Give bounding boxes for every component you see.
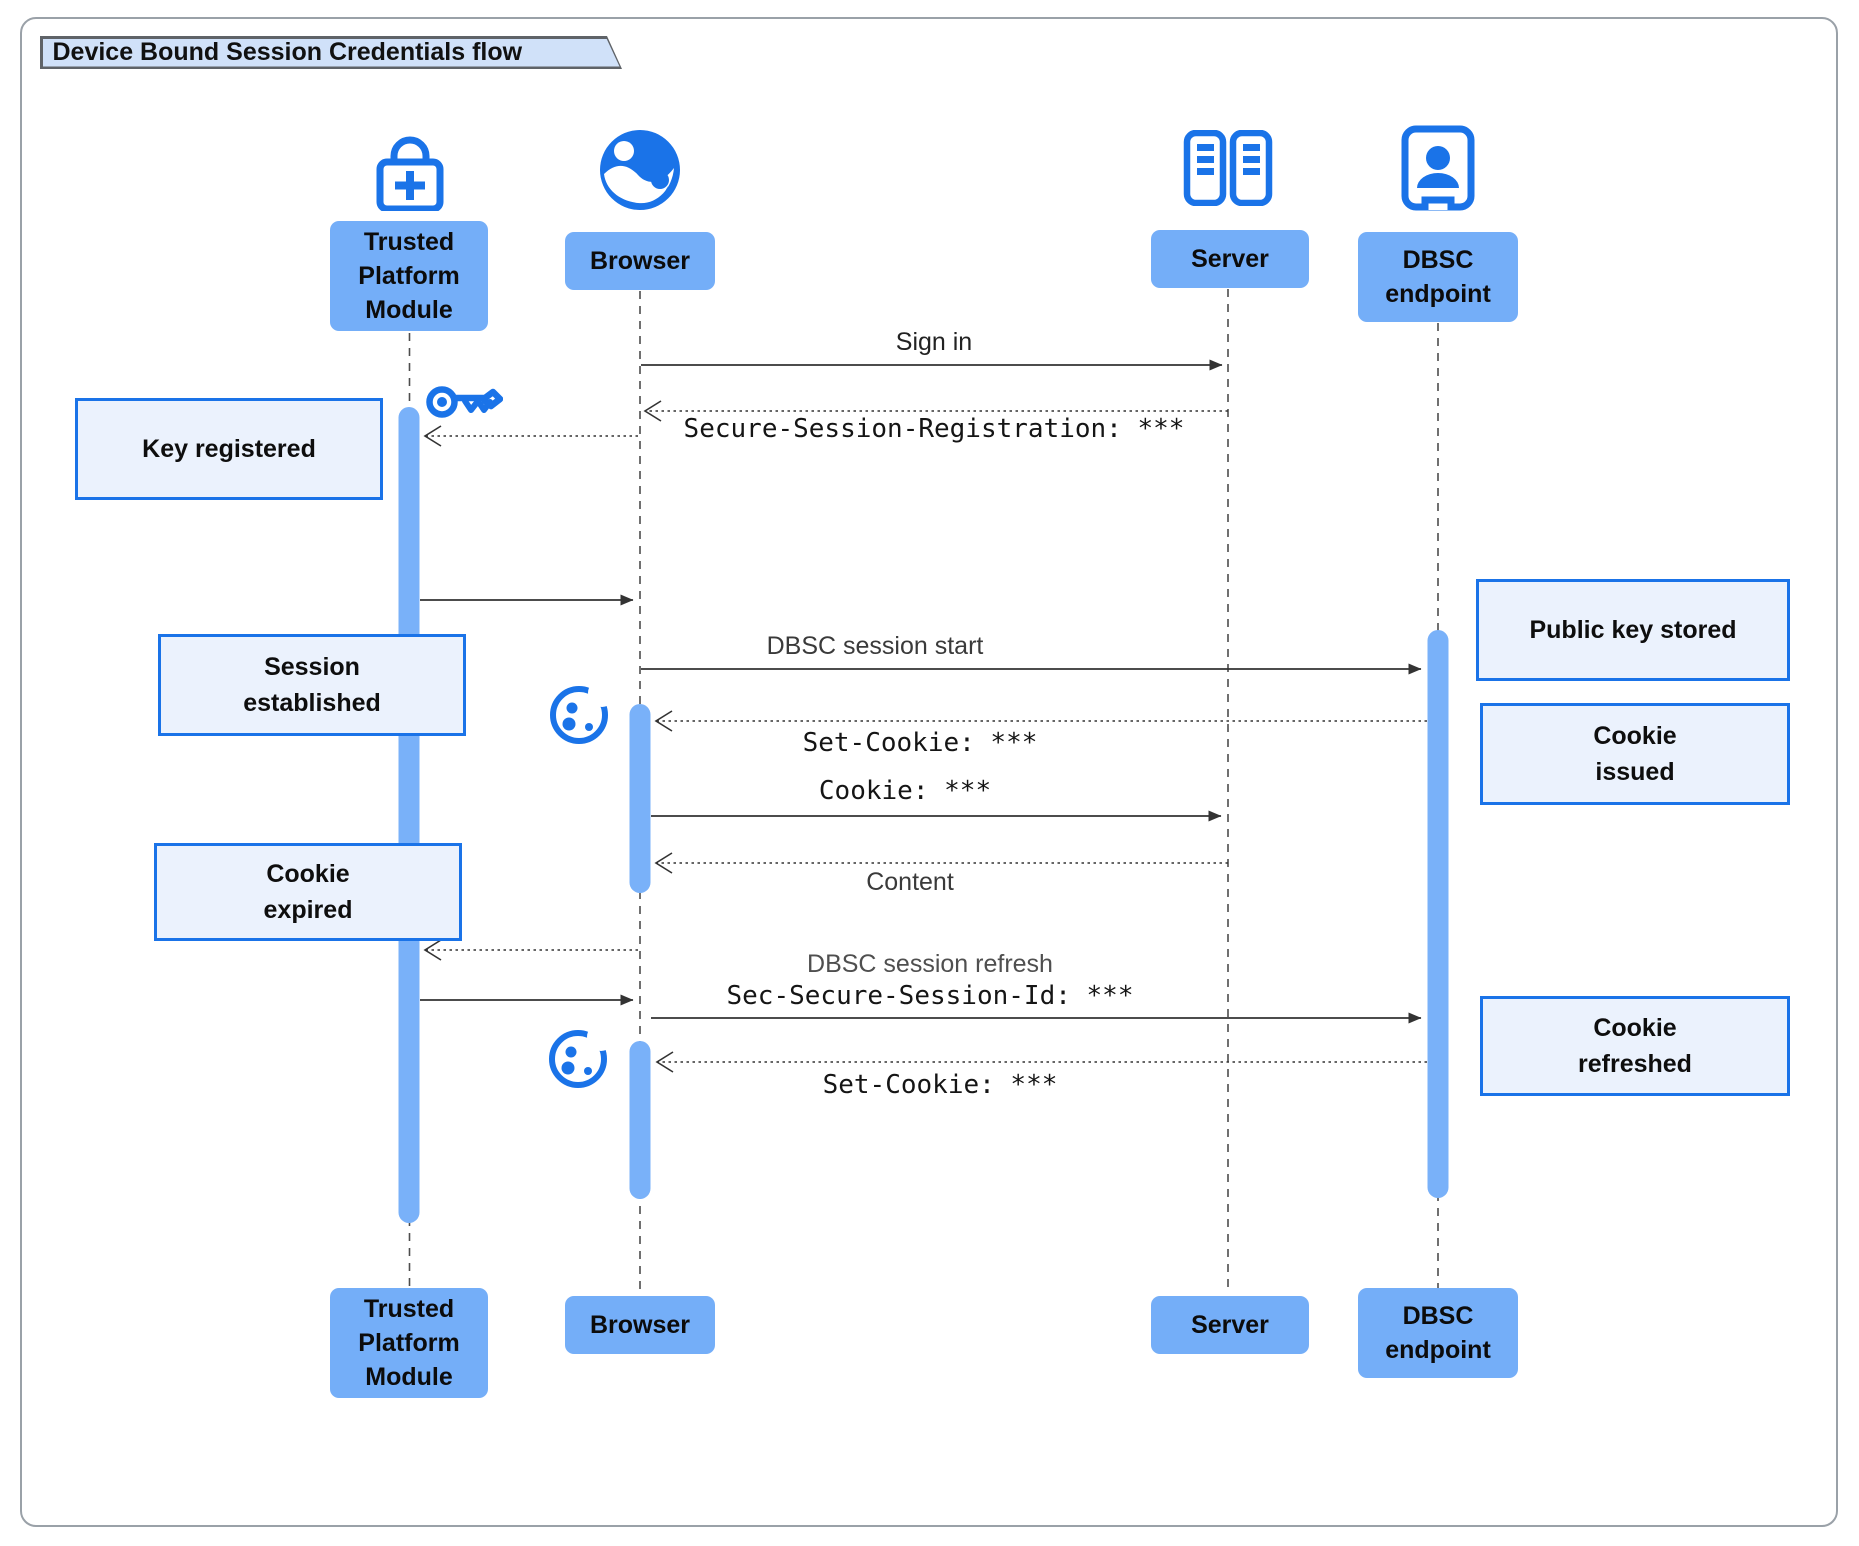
actor-label-line: endpoint: [1385, 1336, 1491, 1364]
server-racks-icon: [1183, 129, 1273, 211]
note-line: established: [243, 689, 381, 717]
globe-icon: [598, 128, 682, 217]
cookie-icon: [546, 1023, 615, 1095]
diagram-title: Device Bound Session Credentials flow: [43, 39, 620, 67]
note-line: Cookie: [1593, 722, 1677, 750]
note-line: issued: [1595, 758, 1675, 786]
actor-label-line: Trusted: [363, 228, 455, 256]
actor-label-line: Platform: [358, 1329, 460, 1357]
diagram-title-tab: Device Bound Session Credentials flow: [40, 36, 622, 69]
message-label-dbsc-session-start: DBSC session start: [766, 632, 984, 660]
note-cookie-expired: Cookie expired: [154, 843, 462, 941]
actor-bottom-dbsc-endpoint: DBSC endpoint: [1358, 1288, 1518, 1378]
activation-bar-dbsc: [1427, 630, 1449, 1198]
note-line: Cookie: [266, 860, 350, 888]
actor-label-line: Module: [365, 296, 453, 324]
message-label-set-cookie-issue: Set-Cookie: ***: [802, 728, 1038, 758]
note-line: expired: [263, 896, 353, 924]
cookie-icon: [547, 679, 616, 751]
note-cookie-issued: Cookie issued: [1480, 703, 1790, 805]
actor-label-line: Browser: [589, 247, 691, 275]
lock-plus-icon: [368, 127, 452, 216]
actor-label-line: Platform: [358, 262, 460, 290]
actor-label-line: Server: [1191, 245, 1269, 273]
actor-top-server: Server: [1151, 230, 1309, 288]
note-line: Key registered: [142, 435, 316, 463]
actor-label-line: Module: [365, 1363, 453, 1391]
message-label-secure-session-registration: Secure-Session-Registration: ***: [683, 414, 1185, 444]
actor-top-dbsc-endpoint: DBSC endpoint: [1358, 232, 1518, 322]
note-public-key-stored: Public key stored: [1476, 579, 1790, 681]
actor-bottom-server: Server: [1151, 1296, 1309, 1354]
note-cookie-refreshed: Cookie refreshed: [1480, 996, 1790, 1096]
activation-bar-browser-2: [629, 1041, 651, 1199]
key-icon: [425, 376, 504, 431]
message-label-sign-in: Sign in: [895, 328, 973, 356]
actor-bottom-browser: Browser: [565, 1296, 715, 1354]
actor-top-browser: Browser: [565, 232, 715, 290]
actor-label-line: DBSC: [1402, 246, 1474, 274]
message-label-content: Content: [866, 868, 954, 896]
note-line: Session: [264, 653, 360, 681]
message-label-dbsc-session-refresh: DBSC session refresh: [807, 950, 1053, 978]
note-session-established: Session established: [158, 634, 466, 736]
note-line: refreshed: [1578, 1050, 1692, 1078]
activation-bar-tpm: [398, 407, 420, 1223]
message-label-sec-secure-session-id: Sec-Secure-Session-Id: ***: [726, 981, 1134, 1011]
message-label-cookie-request: Cookie: ***: [818, 776, 992, 806]
actor-label-line: DBSC: [1402, 1302, 1474, 1330]
actor-label-line: Server: [1191, 1311, 1269, 1339]
activation-bar-browser-1: [629, 704, 651, 893]
actor-label-line: Trusted: [363, 1295, 455, 1323]
actor-top-tpm: Trusted Platform Module: [330, 221, 488, 331]
actor-label-line: endpoint: [1385, 280, 1491, 308]
actor-bottom-tpm: Trusted Platform Module: [330, 1288, 488, 1398]
message-label-set-cookie-refresh: Set-Cookie: ***: [822, 1070, 1058, 1100]
note-key-registered: Key registered: [75, 398, 383, 500]
badge-person-icon: [1398, 125, 1478, 216]
note-line: Public key stored: [1529, 616, 1737, 644]
actor-label-line: Browser: [589, 1311, 691, 1339]
note-line: Cookie: [1593, 1014, 1677, 1042]
